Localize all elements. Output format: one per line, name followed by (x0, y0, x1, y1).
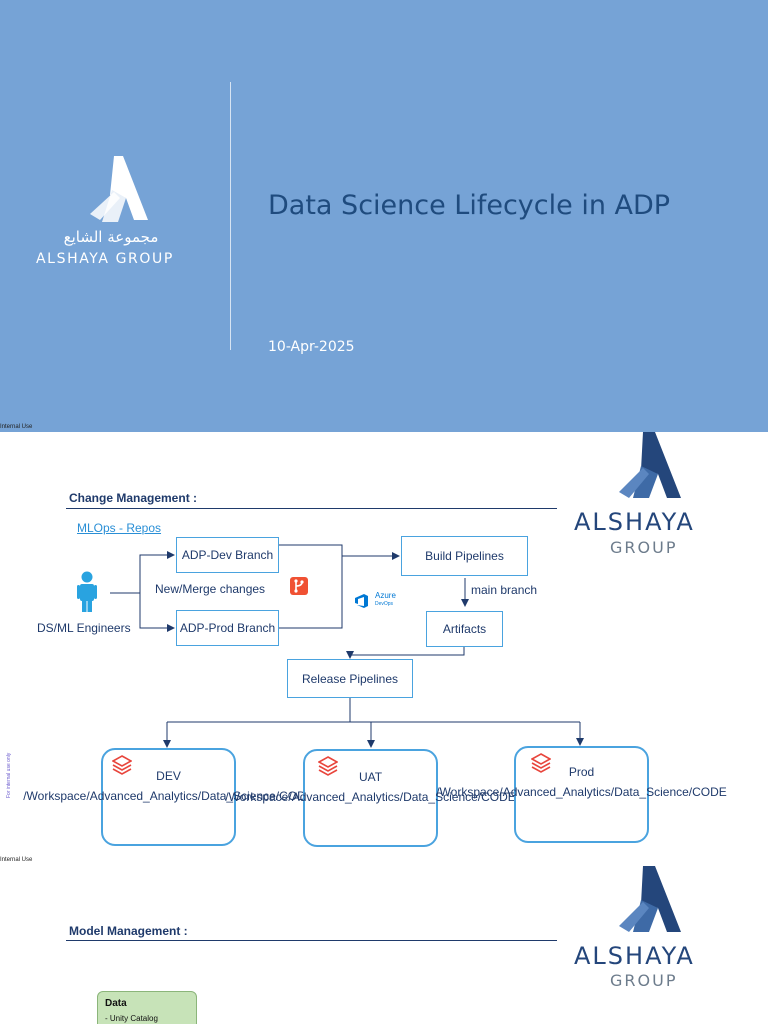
main-branch-label: main branch (471, 583, 538, 597)
databricks-icon (112, 755, 132, 775)
alshaya-logo-icon (90, 156, 148, 222)
internal-use-vertical-note: For internal use only (6, 752, 12, 798)
devops-label: DevOps (375, 601, 394, 607)
merge-changes-label: New/Merge changes (155, 582, 266, 596)
data-box-item: - Unity Catalog (105, 1014, 158, 1023)
brand-group-text: GROUP (610, 538, 678, 557)
azure-label: Azure (375, 591, 396, 600)
adp-prod-branch-box: ADP-Prod Branch (176, 610, 279, 646)
slide-title: Data Science Lifecycle in ADP (268, 190, 671, 221)
alshaya-logo-icon (619, 432, 681, 498)
section-rule (66, 940, 557, 941)
brand-wordmark: ALSHAYA (574, 942, 695, 970)
brand-group-text: GROUP (610, 971, 678, 990)
azure-devops-icon (355, 594, 368, 608)
section-title: Model Management : (69, 924, 188, 938)
git-icon (290, 577, 308, 595)
vertical-divider (230, 82, 231, 350)
model-management-slide: Model Management : ALSHAYA GROUP Data - … (0, 864, 768, 1024)
flow-connectors (110, 544, 584, 748)
mlops-repos-link[interactable]: MLOps - Repos (77, 521, 162, 535)
adp-dev-branch-box: ADP-Dev Branch (176, 537, 279, 573)
person-icon (77, 571, 97, 612)
section-title: Change Management : (69, 491, 198, 505)
engineers-label: DS/ML Engineers (37, 621, 131, 635)
logo-arabic-text: مجموعة الشايع (63, 228, 159, 246)
slide-date: 10-Apr-2025 (268, 339, 355, 355)
footer-label: Internal Use (0, 424, 33, 430)
build-pipelines-box: Build Pipelines (401, 536, 528, 576)
prod-environment-label: Prod /Workspace/Advanced_Analytics/Data_… (436, 765, 727, 799)
alshaya-logo-icon (619, 866, 681, 932)
uat-environment-label: UAT /Workspace/Advanced_Analytics/Data_S… (225, 770, 516, 804)
footer-label: Internal Use (0, 857, 33, 863)
brand-wordmark: ALSHAYA (574, 508, 695, 536)
uat-environment-box: UAT /Workspace/Advanced_Analytics/Data_S… (225, 749, 516, 847)
release-pipelines-box: Release Pipelines (287, 659, 413, 698)
data-box-title: Data (105, 998, 127, 1009)
databricks-icon (318, 756, 338, 776)
logo-brand-text: ALSHAYA GROUP (36, 251, 174, 267)
artifacts-box: Artifacts (426, 611, 503, 647)
change-management-slide: Change Management : ALSHAYA GROUP MLOps … (0, 432, 768, 864)
title-slide: مجموعة الشايع ALSHAYA GROUP Data Science… (0, 0, 768, 432)
dev-environment-label: DEV /Workspace/Advanced_Analytics/Data_S… (23, 769, 314, 803)
databricks-icon (531, 753, 551, 773)
data-box: Data - Unity Catalog (97, 991, 197, 1024)
section-rule (66, 508, 557, 509)
